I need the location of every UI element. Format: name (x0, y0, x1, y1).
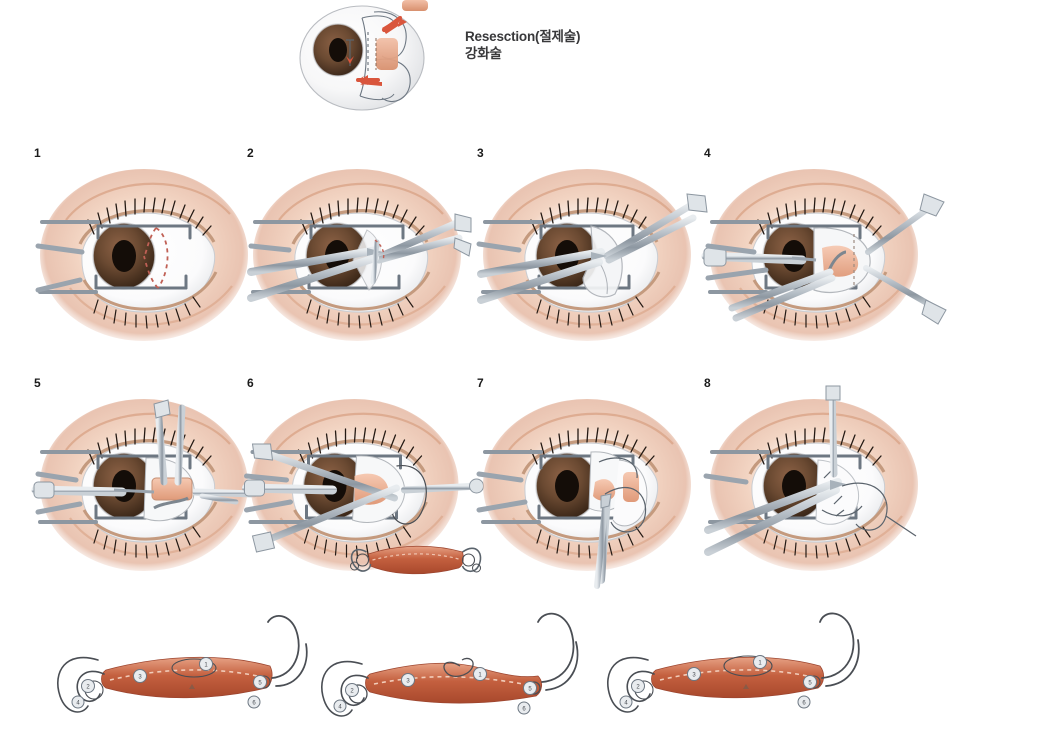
step-art-1 (26, 160, 266, 350)
marker-label: 5 (258, 681, 262, 687)
step-art-6 (239, 390, 484, 580)
muscle-body-2 (365, 662, 542, 704)
marker-label: 6 (252, 701, 256, 707)
step-number-6: 6 (247, 376, 254, 390)
muscle-body-3 (651, 656, 824, 699)
suture-diagram-2: 2 4 3 1 5 6 (312, 608, 612, 742)
step-art-5 (26, 390, 266, 580)
suture-diagram-3: 2 4 3 1 5 6 (600, 608, 900, 742)
header-eyeball-diagram (290, 0, 460, 118)
procedure-title-line2: 강화술 (465, 46, 502, 61)
step-panel-3: 3 (469, 146, 709, 351)
step-panel-8: 8 (696, 376, 936, 581)
marker-label: 2 (350, 689, 354, 695)
marker-label: 3 (692, 673, 696, 679)
step-art-7 (469, 390, 709, 589)
marker-label: 4 (76, 701, 80, 707)
procedure-title-line1: Resesction(절제술) (465, 29, 581, 44)
marker-label: 4 (338, 705, 342, 711)
header-block: Resesction(절제술) 강화술 (290, 0, 690, 120)
step-panel-4: 4 (696, 146, 947, 351)
suture-markers-1: 2 4 3 1 5 6 (71, 657, 267, 709)
marker-label: 6 (522, 707, 526, 713)
step-number-3: 3 (477, 146, 484, 160)
step-art-8 (696, 385, 936, 580)
marker-label: 5 (528, 687, 532, 693)
step-panel-5: 5 (26, 376, 266, 581)
suture-markers-3: 2 4 3 1 5 6 (619, 655, 817, 709)
muscle-body-1 (101, 656, 273, 699)
marker-label: 1 (204, 663, 208, 669)
step-panel-2: 2 (239, 146, 479, 351)
marker-label: 2 (86, 685, 90, 691)
marker-label: 2 (636, 685, 640, 691)
marker-label: 6 (802, 701, 806, 707)
step-panel-6: 6 (239, 376, 484, 581)
step-number-8: 8 (704, 376, 711, 390)
suture-markers-2: 2 4 3 1 5 6 (333, 667, 537, 715)
marker-label: 4 (624, 701, 628, 707)
step-number-1: 1 (34, 146, 41, 160)
step-number-5: 5 (34, 376, 41, 390)
marker-label: 1 (758, 661, 762, 667)
step-number-7: 7 (477, 376, 484, 390)
step-art-3 (469, 160, 709, 350)
procedure-title: Resesction(절제술) 강화술 (465, 28, 685, 62)
step-number-4: 4 (704, 146, 711, 160)
marker-label: 3 (406, 679, 410, 685)
step-panel-1: 1 (26, 146, 266, 351)
step-art-4 (696, 160, 947, 350)
marker-label: 3 (138, 675, 142, 681)
marker-label: 1 (478, 673, 482, 679)
step-number-2: 2 (247, 146, 254, 160)
step-panel-7: 7 (469, 376, 709, 589)
step-art-2 (239, 160, 479, 350)
suture-diagram-1: 2 4 3 1 5 6 (48, 608, 348, 742)
marker-label: 5 (808, 681, 812, 687)
